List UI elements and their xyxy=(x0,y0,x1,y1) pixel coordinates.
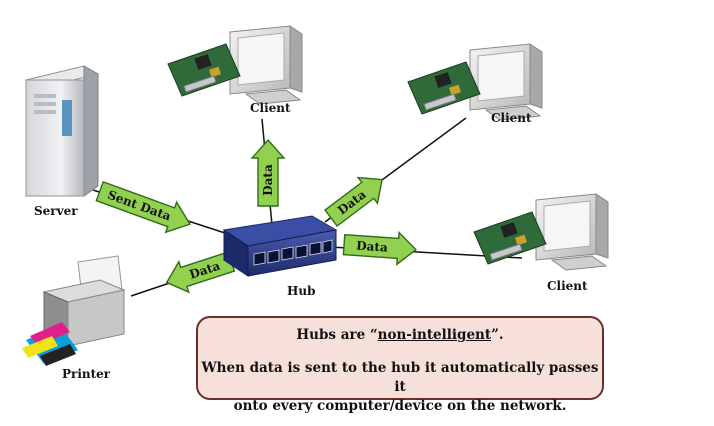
arrow-hub-to-printer: Data xyxy=(165,251,236,294)
server-icon xyxy=(24,65,100,197)
server-label: Server xyxy=(34,204,78,218)
arrow-label-data-right-bottom: Data xyxy=(356,238,389,254)
client-computer-right-bottom-icon xyxy=(473,193,609,271)
client-right-top-label: Client xyxy=(491,111,532,125)
hub-label: Hub xyxy=(287,284,316,298)
note-suffix: ”. xyxy=(491,327,504,343)
note-line-2a: When data is sent to the hub it automati… xyxy=(201,360,599,395)
client-top-label: Client xyxy=(250,101,291,115)
arrow-hub-to-client-right-bottom: Data xyxy=(342,230,417,266)
note-line-1: Hubs are “non-intelligent”. xyxy=(198,326,602,345)
note-line-2b: onto every computer/device on the networ… xyxy=(233,398,567,414)
client-right-bottom-label: Client xyxy=(547,279,588,293)
hub-explanation-box: Hubs are “non-intelligent”. When data is… xyxy=(196,316,604,414)
note-term-non-intelligent: non-intelligent xyxy=(377,327,492,343)
hub-icon xyxy=(222,215,338,277)
arrow-hub-to-client-top: Data xyxy=(250,138,286,207)
arrow-hub-to-client-right-top: Data xyxy=(324,176,383,228)
printer-icon xyxy=(22,255,126,366)
arrow-label-data-top: Data xyxy=(261,164,275,196)
printer-label: Printer xyxy=(62,367,111,381)
client-computer-top-icon xyxy=(167,25,303,105)
client-computer-right-top-icon xyxy=(407,43,543,121)
arrow-server-to-hub: Sent Data xyxy=(95,180,192,234)
note-prefix: Hubs are “ xyxy=(296,327,378,343)
